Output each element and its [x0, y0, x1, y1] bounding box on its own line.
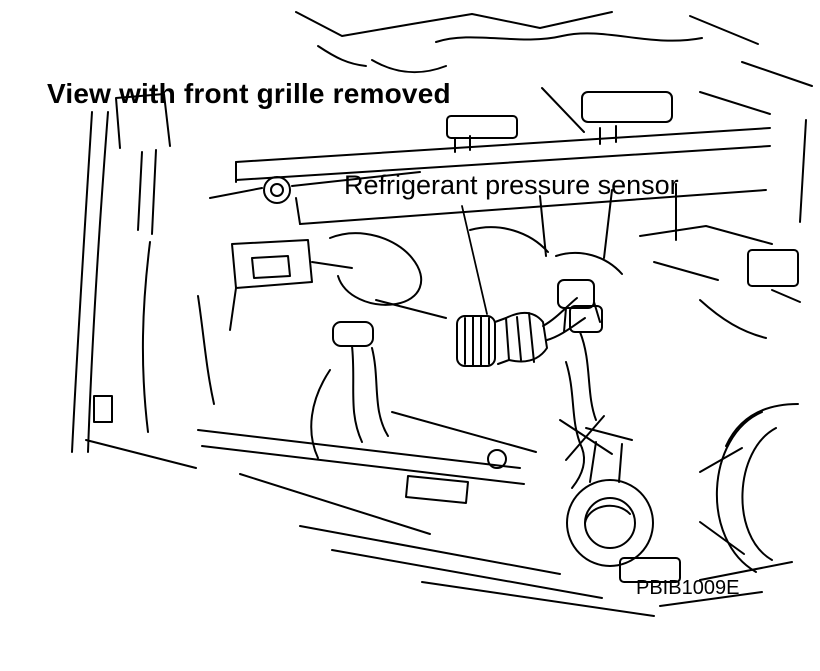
figure-title: View with front grille removed [47, 78, 451, 109]
horn-drawing [566, 427, 681, 583]
right-side-component-lines [639, 119, 807, 607]
lower-crossmember-lines [85, 411, 655, 617]
wiring-harness-lines [559, 331, 613, 489]
sensor-leader-line [461, 205, 488, 315]
sensor-callout-label: Refrigerant pressure sensor [344, 170, 679, 200]
center-harness-lines [310, 226, 623, 459]
grommet-circle [263, 176, 291, 204]
top-cowl-lines [295, 11, 813, 139]
figure-code: PBIB1009E [636, 577, 740, 599]
left-fender-lines [71, 93, 215, 453]
mounting-bracket [229, 239, 353, 331]
refrigerant-pressure-sensor-drawing [456, 279, 603, 367]
